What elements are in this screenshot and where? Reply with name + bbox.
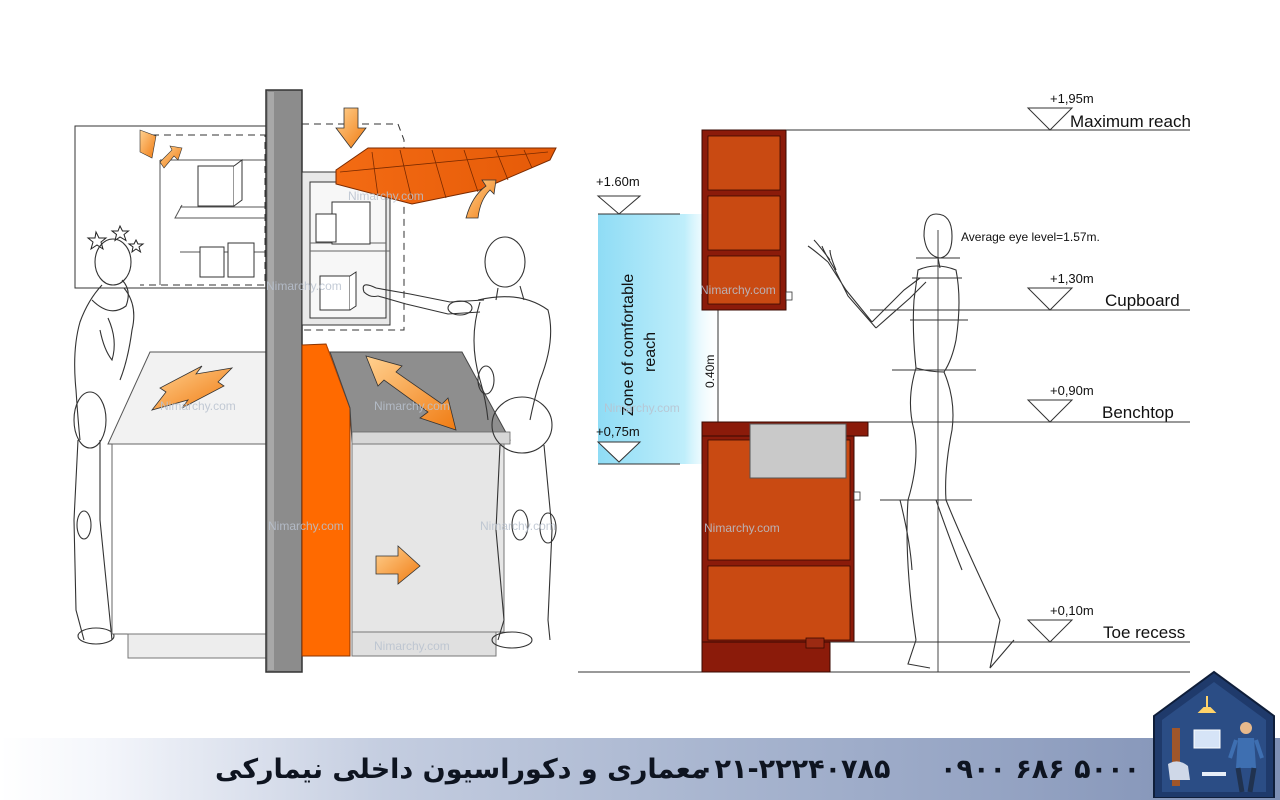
zone-title-line-1: Zone of comfortable (620, 274, 637, 416)
open-door-arrow-icon (139, 129, 157, 159)
watermark: Nimarchy.com (266, 279, 342, 293)
watermark: Nimarchy.com (374, 639, 450, 653)
watermark: Nimarchy.com (704, 521, 780, 535)
level-height-toe-recess: +0,10m (1050, 603, 1094, 618)
base-cabinet (701, 421, 869, 673)
level-markers (1026, 107, 1074, 643)
lift-up-arrow-icon (465, 179, 497, 219)
left-island-counter (107, 351, 269, 659)
stored-boxes-right (315, 201, 371, 311)
level-marker-benchtop-icon (1026, 399, 1074, 423)
watermark: Nimarchy.com (604, 401, 680, 415)
level-name-maximum-reach: Maximum reach (1070, 112, 1191, 131)
watermark: Nimarchy.com (268, 519, 344, 533)
level-height-benchtop: +0,90m (1050, 383, 1094, 398)
pull-down-arrow-icon (159, 145, 183, 169)
level-name-toe-recess: Toe recess (1103, 623, 1185, 642)
down-arrow-icon (335, 107, 367, 149)
watermarks-right: Nimarchy.com Nimarchy.com Nimarchy.com (604, 283, 780, 535)
watermark: Nimarchy.com (480, 519, 556, 533)
zone-bottom-marker-icon (596, 441, 642, 463)
zone-top-label: +1.60m (596, 174, 640, 189)
partition-wall (265, 89, 303, 673)
watermark: Nimarchy.com (374, 399, 450, 413)
body-segment-marks (880, 257, 1000, 643)
level-labels: +1,95m Maximum reach +1,30m Cupboard +0,… (1050, 91, 1191, 642)
zone-top-marker-icon (596, 195, 642, 215)
left-mannequin-figure (73, 238, 135, 645)
level-marker-cupboard-icon (1026, 287, 1074, 311)
phone-number-landline: ۰۲۱-۲۲۲۴۰۷۸۵ (698, 754, 891, 785)
zone-bottom-label: +0,75m (596, 424, 640, 439)
watermark: Nimarchy.com (700, 283, 776, 297)
level-marker-toe-recess-icon (1026, 619, 1074, 643)
dizzy-stars-icon (86, 224, 145, 254)
watermark: Nimarchy.com (160, 399, 236, 413)
lift-up-door-panel (335, 147, 557, 205)
right-mannequin-figure (362, 236, 557, 649)
company-logo-icon (1153, 670, 1275, 798)
reach-arrow-right-icon (365, 355, 457, 431)
gap-label: 0.40m (703, 355, 717, 388)
reach-arrow-left-icon (150, 365, 234, 411)
level-height-cupboard: +1,30m (1050, 271, 1094, 286)
level-name-cupboard: Cupboard (1105, 291, 1180, 310)
stored-boxes-left (197, 159, 255, 278)
right-diagram: +1.60m +0,75m Zone of comfortable reach … (578, 91, 1191, 673)
level-name-benchtop: Benchtop (1102, 403, 1174, 422)
contact-banner (0, 738, 1280, 800)
phone-number-mobile: ۰۹۰۰ ۶۸۶ ۵۰۰۰ (940, 754, 1141, 785)
upper-cabinet (701, 129, 793, 311)
pull-out-arrow-icon (375, 545, 421, 585)
zone-title-line-2: reach (642, 332, 659, 372)
company-name: معماری و دکوراسیون داخلی نیمارکی (215, 754, 708, 785)
level-marker-maximum-reach-icon (1026, 107, 1074, 131)
left-illustration: Nimarchy.com Nimarchy.com Nimarchy.com N… (73, 89, 557, 673)
watermark: Nimarchy.com (348, 189, 424, 203)
level-height-maximum-reach: +1,95m (1050, 91, 1094, 106)
watermarks-left: Nimarchy.com Nimarchy.com Nimarchy.com N… (160, 189, 556, 653)
eye-level-label: Average eye level=1.57m. (961, 230, 1100, 244)
standing-figure (807, 213, 1015, 669)
comfort-zone-band (598, 214, 722, 464)
orange-tall-unit (301, 343, 351, 657)
